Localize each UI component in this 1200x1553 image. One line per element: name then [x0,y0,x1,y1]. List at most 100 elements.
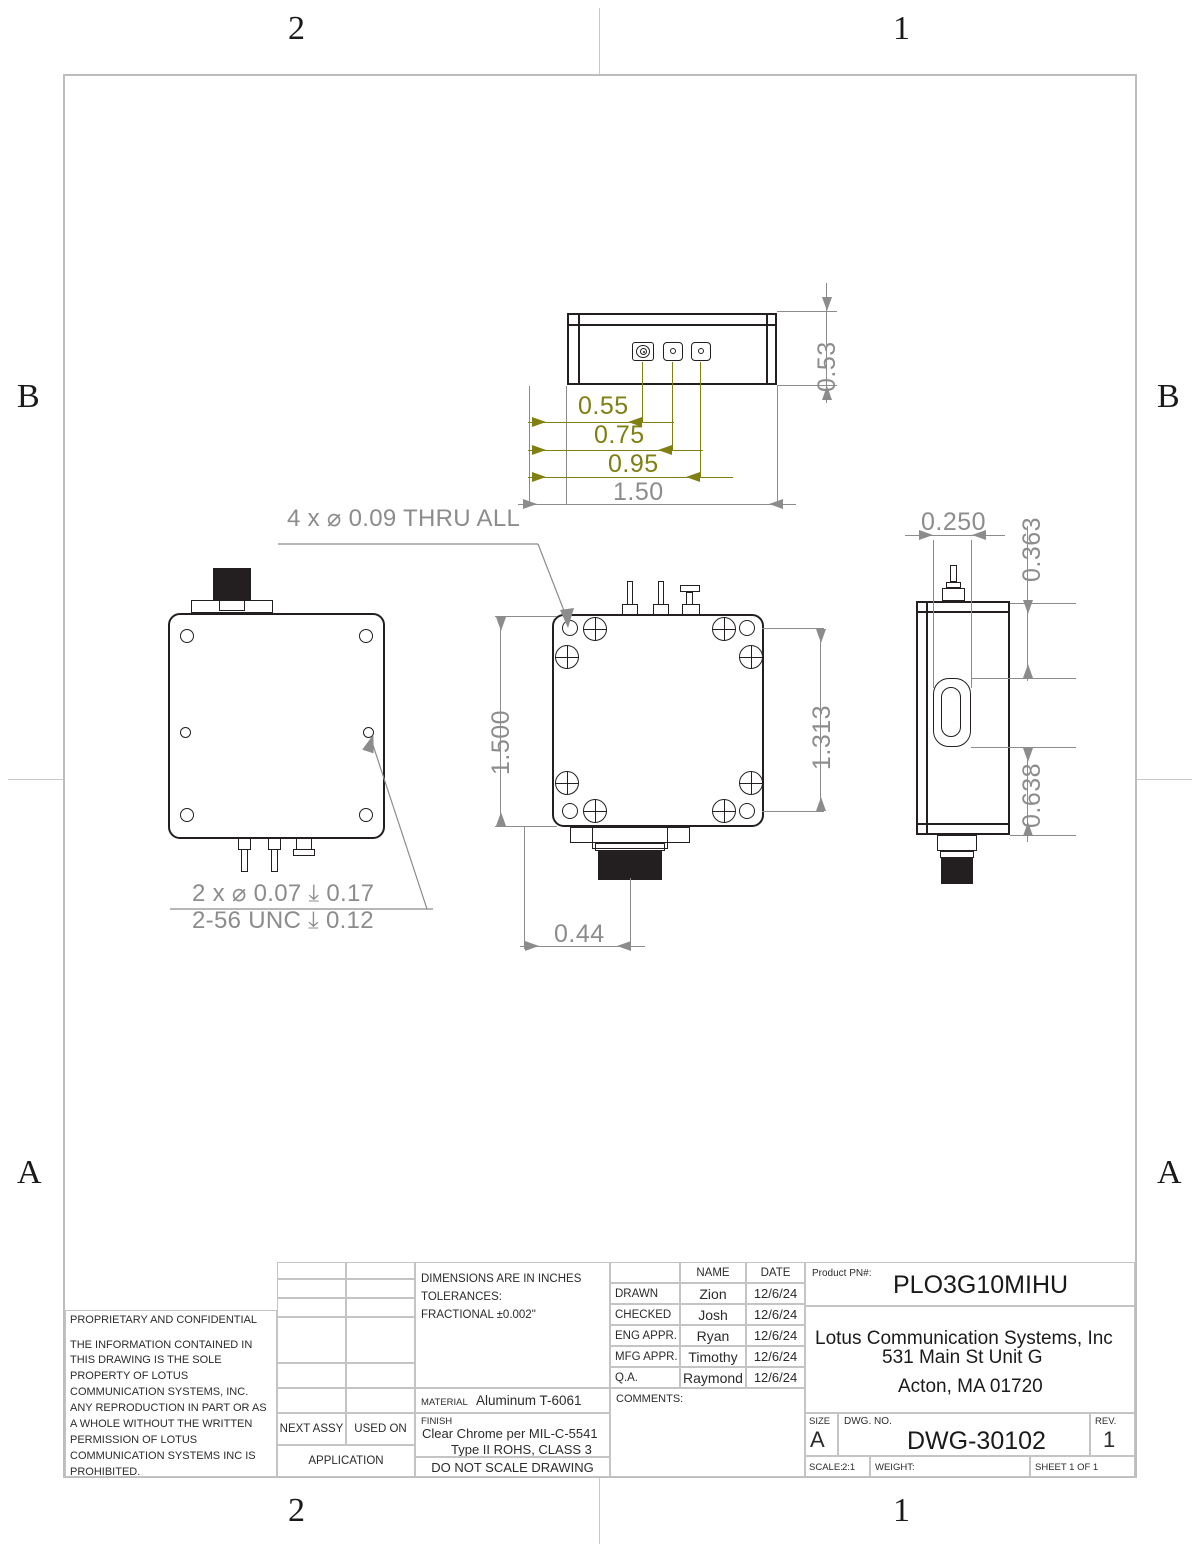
front-corner-hole-tr [739,620,755,636]
approval-date-checked: 12/6/24 [746,1304,805,1325]
arrow-1-50-right [769,499,783,509]
sheet-cell: SHEET 1 OF 1 [1030,1456,1135,1477]
arrow-0-53-bottom [821,386,832,400]
used-on-header: USED ON [346,1413,415,1445]
zone-label-right-b: B [1157,378,1180,415]
back-corner-hole-bl [180,808,194,822]
rev-label: REV. [1095,1416,1117,1427]
dim-0-75: 0.75 [594,421,645,449]
comments-cell: COMMENTS: [610,1388,805,1477]
weight-cell: WEIGHT: [870,1456,1030,1477]
do-not-scale-drawing: DO NOT SCALE DRAWING [415,1457,610,1477]
arrow-0-44-right [617,941,631,951]
finish-row: FINISH Clear Chrome per MIL-C-5541 Type … [415,1413,610,1457]
arrow-0-638-top [1022,748,1033,762]
arrow-0-55-right [628,417,642,427]
dwg-no-cell: DWG. NO. DWG-30102 [838,1413,1090,1456]
approval-name-checked: Josh [680,1304,746,1325]
back-corner-hole-br [359,808,373,822]
side-view-window-inner [941,687,961,737]
side-view-window-outer [933,678,971,747]
scale-value: 2:1 [842,1462,856,1473]
approval-name-drawn: Zion [680,1283,746,1304]
finish-label: FINISH [421,1416,453,1427]
product-pn-cell: Product PN#: PLO3G10MIHU [805,1262,1135,1306]
finish-line-1: Clear Chrome per MIL-C-5541 [422,1426,598,1441]
back-corner-hole-tl [180,629,194,643]
arrow-0-638-bottom [1022,822,1033,836]
note-4x-thru-all: 4 x ⌀ 0.09 THRU ALL [287,505,521,532]
front-corner-hole-bl [562,803,578,819]
approval-name-mfg-appr: Timothy [680,1346,746,1367]
dim-0-53: 0.53 [813,341,841,392]
dimensions-note: DIMENSIONS ARE IN INCHES [421,1273,582,1285]
arrow-1-313-top [815,629,826,643]
approvals-col-date: DATE [746,1262,805,1283]
dim-1-50: 1.50 [613,478,664,506]
dim-0-638: 0.638 [1018,762,1046,828]
scale-cell: SCALE: 2:1 [805,1456,870,1477]
arrow-1-50-left [523,499,537,509]
proprietary-block: PROPRIETARY AND CONFIDENTIAL THE INFORMA… [65,1310,277,1477]
arrow-0-75-right [658,445,672,455]
zone-label-top-1: 1 [893,10,910,47]
size-value: A [810,1427,825,1452]
application-header: APPLICATION [277,1445,415,1477]
size-label: SIZE [809,1416,831,1427]
note-2-56-unc: 2-56 UNC ⤓ 0.12 [192,907,374,934]
zone-label-bottom-1: 1 [893,1492,910,1529]
arrow-0-250-right [972,530,986,540]
assy-row-1-b [346,1262,415,1279]
product-pn-label: Product PN#: [812,1268,872,1279]
title-block: PROPRIETARY AND CONFIDENTIAL THE INFORMA… [65,1262,1135,1477]
back-view-leader [170,734,433,910]
approval-role-drawn: DRAWN [610,1283,680,1304]
approval-role-checked: CHECKED [610,1304,680,1325]
approval-date-qa: 12/6/24 [746,1367,805,1388]
approval-date-eng-appr: 12/6/24 [746,1325,805,1346]
dim-0-44: 0.44 [554,920,605,948]
arrow-1-313-bottom [815,797,826,811]
arrow-0-53-top [821,297,832,311]
rev-cell: REV. 1 [1090,1413,1135,1456]
sheet-label: SHEET 1 OF 1 [1035,1462,1099,1473]
proprietary-body: THE INFORMATION CONTAINED IN THIS DRAWIN… [70,1338,267,1477]
specs-dimensions-block: DIMENSIONS ARE IN INCHES TOLERANCES: FRA… [415,1262,610,1388]
comments-label: COMMENTS: [616,1393,684,1405]
approvals-col-name: NAME [680,1262,746,1283]
assy-row-4-a [277,1317,346,1363]
approval-date-drawn: 12/6/24 [746,1283,805,1304]
assy-row-5-b [346,1363,415,1388]
dim-0-55: 0.55 [578,392,629,420]
zone-tick-left [8,779,63,780]
tolerance-value: FRACTIONAL ±0.002" [421,1309,536,1322]
tolerances-label: TOLERANCES: [421,1291,502,1304]
material-label: MATERIAL [421,1397,468,1408]
company-name: Lotus Communication Systems, Inc [815,1328,1113,1349]
arrow-0-95-left [532,472,546,482]
material-value: Aluminum T-6061 [476,1393,582,1408]
arrow-0-55-left [532,417,546,427]
assy-row-3-b [346,1298,415,1317]
zone-label-left-a: A [17,1154,42,1191]
front-view-hole-leader [278,543,574,628]
finish-line-2: Type II ROHS, CLASS 3 [451,1442,592,1457]
next-assy-header: NEXT ASSY [277,1413,346,1445]
dim-1-500: 1.500 [487,709,515,775]
zone-label-right-a: A [1157,1154,1182,1191]
arrow-1-500-top [495,617,506,631]
dim-1-313: 1.313 [808,704,836,770]
zone-label-top-2: 2 [288,10,305,47]
back-mid-hole-left [180,727,191,738]
note-2x-hole-diameter: 2 x ⌀ 0.07 ⤓ 0.17 [192,880,375,907]
assy-row-6-b [346,1388,415,1413]
scale-label: SCALE: [809,1462,843,1473]
assy-row-6-a [277,1388,346,1413]
approval-role-mfg-appr: MFG APPR. [610,1346,680,1367]
company-cell: Lotus Communication Systems, Inc 531 Mai… [805,1306,1135,1413]
approval-role-eng-appr: ENG APPR. [610,1325,680,1346]
approvals-corner [610,1262,680,1283]
back-corner-hole-tr [359,629,373,643]
zone-label-bottom-2: 2 [288,1492,305,1529]
